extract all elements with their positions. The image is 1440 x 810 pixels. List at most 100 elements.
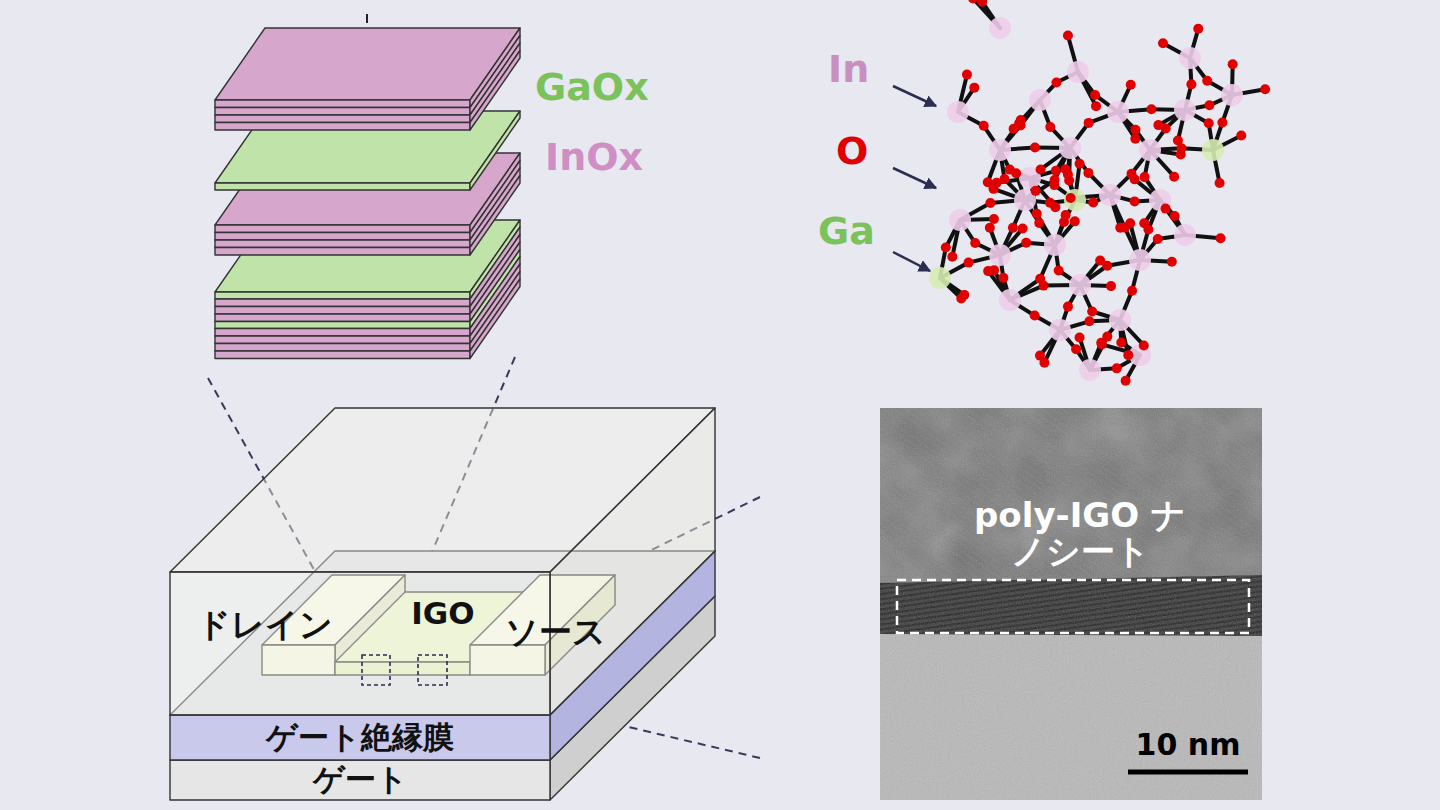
o-atom (979, 121, 989, 131)
o-atom (1260, 84, 1270, 94)
pointer-arrow (893, 86, 936, 106)
o-atom (1139, 218, 1149, 228)
in-atom (1049, 319, 1071, 341)
node-text: ゲート (313, 759, 408, 801)
atom-label: Ga (818, 212, 875, 252)
o-atom (1202, 76, 1212, 86)
in-atom (1139, 139, 1161, 161)
o-atom (992, 178, 1002, 188)
o-atom (962, 70, 972, 80)
o-atom (1161, 204, 1171, 214)
sheet-front (215, 233, 470, 241)
in-atom (949, 209, 971, 231)
o-atom (1031, 186, 1041, 196)
o-atom (1036, 164, 1046, 174)
o-atom (1034, 218, 1044, 228)
ga-atom (929, 267, 951, 289)
pointer-arrows (893, 86, 936, 271)
in-atom (1067, 61, 1089, 83)
o-atom (1193, 24, 1203, 34)
drain-label-box: ドレイン (185, 603, 345, 647)
o-atom (1061, 210, 1071, 220)
o-atom (1083, 168, 1093, 178)
in-atom (1069, 274, 1091, 296)
o-atom (1070, 216, 1080, 226)
atom-label: In (828, 50, 869, 90)
sheet-front (215, 314, 470, 322)
o-atom (1084, 118, 1094, 128)
o-atom (1084, 316, 1094, 326)
atom-label: O (836, 132, 868, 172)
gate-layer-front (170, 760, 550, 800)
o-atom (1063, 30, 1073, 40)
in-atom (1179, 47, 1201, 69)
o-atom (1066, 193, 1076, 203)
o-atom (1130, 134, 1140, 144)
sheet-front (215, 123, 470, 131)
o-atom (941, 243, 951, 253)
zoom-marker (418, 655, 447, 685)
dashed-highlight (897, 580, 1249, 633)
o-atom (1121, 376, 1131, 386)
node-text: IGO (411, 595, 474, 631)
o-atom (1123, 350, 1133, 360)
o-atom (1126, 80, 1136, 90)
node-text: ドレイン (197, 603, 333, 648)
o-atom (1087, 306, 1097, 316)
o-atom (1054, 266, 1064, 276)
o-atom (1204, 100, 1214, 110)
in-atom (1029, 89, 1051, 111)
sheet-front (215, 322, 470, 329)
crystal-structure (929, 0, 1270, 386)
sheet-front (215, 336, 470, 344)
oxide-sheet (215, 28, 520, 130)
o-atom (1115, 223, 1125, 233)
device (170, 408, 715, 800)
o-atom (1130, 196, 1140, 206)
in-atom (1221, 84, 1243, 106)
tem-image (880, 408, 1262, 800)
o-atom (1186, 79, 1196, 89)
o-atom (1130, 125, 1140, 135)
o-atom (956, 293, 966, 303)
o-atom (1116, 337, 1126, 347)
in-atom (989, 244, 1011, 266)
insulator-band: ゲート絶縁膜 (170, 715, 550, 760)
o-atom (998, 273, 1008, 283)
o-atom (1139, 340, 1149, 350)
in-atom (1174, 224, 1196, 246)
o-atom (1146, 104, 1156, 114)
o-atom (1125, 218, 1135, 228)
tem-noise (880, 408, 1262, 800)
o-atom (1088, 197, 1098, 207)
sheet-side (470, 279, 520, 359)
in-atom (1107, 101, 1129, 123)
sheet-front (215, 307, 470, 315)
o-atom (1228, 59, 1238, 69)
o-atom (1112, 363, 1122, 373)
o-atom (1170, 211, 1180, 221)
o-atom (1030, 311, 1040, 321)
o-atom (1130, 174, 1140, 184)
o-atom (1061, 164, 1071, 174)
in-atom (1044, 234, 1066, 256)
o-atom (1176, 149, 1186, 159)
in-atom (989, 17, 1011, 39)
in-atom (1109, 309, 1131, 331)
o-atom (1051, 166, 1061, 176)
o-atom (1063, 302, 1073, 312)
o-atom (1045, 122, 1055, 132)
o-atom (1009, 124, 1019, 134)
sheet-front (215, 329, 470, 337)
o-atom (1035, 351, 1045, 361)
in-atom (947, 101, 969, 123)
channel-label-box: IGO (393, 591, 493, 635)
sheet-front (215, 225, 470, 233)
in-atom (1129, 249, 1151, 271)
sheet-front (215, 108, 470, 116)
o-atom (1095, 256, 1105, 266)
image-label: poly-IGO ナノシート (965, 498, 1195, 569)
zoom-marker (362, 655, 390, 685)
sheet-side (470, 176, 520, 256)
o-atom (1008, 223, 1018, 233)
